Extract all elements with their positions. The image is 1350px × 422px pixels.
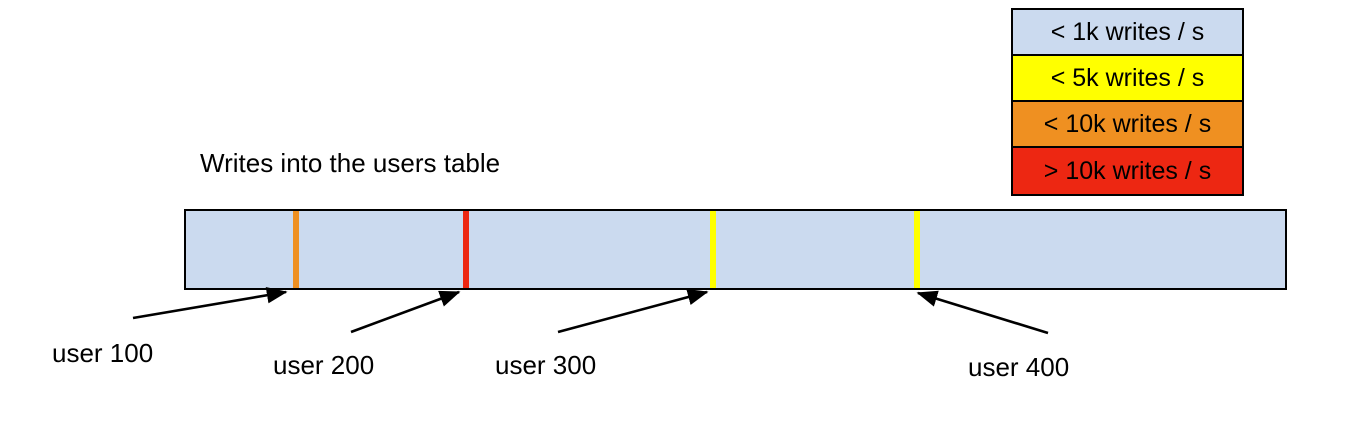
user-300-marker [710, 211, 717, 288]
users-table-bar [184, 209, 1287, 290]
legend-item-lt-10k: < 10k writes / s [1013, 102, 1242, 148]
legend: < 1k writes / s < 5k writes / s < 10k wr… [1011, 8, 1244, 196]
callout-label-user-100: user 100 [52, 338, 154, 368]
user-400-marker [913, 211, 920, 288]
callout-label-user-200: user 200 [273, 350, 375, 380]
page-title: Writes into the users table [200, 148, 501, 178]
user-100-arrow [132, 287, 288, 320]
legend-item-label: > 10k writes / s [1043, 156, 1212, 185]
legend-item-gt-10k: > 10k writes / s [1013, 148, 1242, 194]
callout-label-user-300: user 300 [495, 350, 597, 380]
legend-item-lt-5k: < 5k writes / s [1013, 56, 1242, 102]
user-200-arrow [350, 290, 461, 334]
user-400-arrow [916, 290, 1049, 335]
legend-item-label: < 10k writes / s [1043, 109, 1212, 138]
legend-item-label: < 5k writes / s [1050, 63, 1205, 92]
user-300-arrow [557, 288, 709, 334]
callout-label-user-400: user 400 [968, 352, 1070, 382]
legend-item-label: < 1k writes / s [1050, 17, 1205, 46]
legend-item-lt-1k: < 1k writes / s [1013, 10, 1242, 56]
user-100-marker [292, 211, 299, 288]
user-200-marker [462, 211, 469, 288]
